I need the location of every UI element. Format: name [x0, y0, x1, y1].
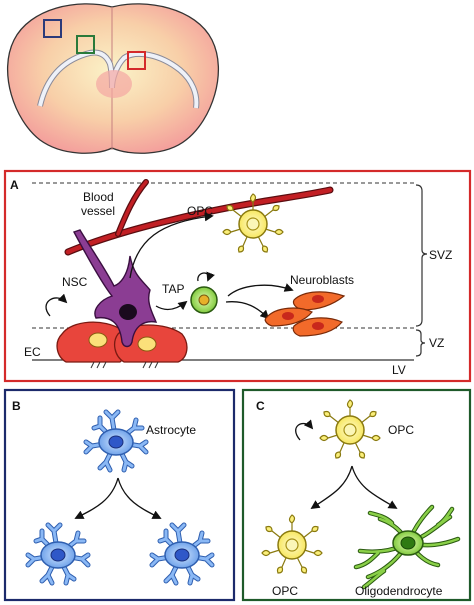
arrow-astrocyte-left — [74, 477, 119, 519]
nsc-cell — [72, 229, 158, 348]
neuroblasts-label: Neuroblasts — [290, 273, 354, 287]
tap-cell — [190, 271, 218, 314]
panel-b-letter: B — [12, 399, 21, 413]
oligodendrocyte-label: Oligodendrocyte — [355, 584, 443, 598]
brain-box-c — [76, 35, 95, 54]
nsc-self-renewal-arrow — [45, 293, 68, 317]
neuroblast-cells — [264, 291, 346, 337]
arrow-nsc-to-tap — [155, 300, 188, 311]
vz-bracket — [415, 329, 426, 357]
panel-a-letter: A — [10, 178, 19, 192]
tap-label: TAP — [162, 282, 184, 296]
panel-b: B Astrocyte — [3, 388, 236, 602]
blood-vessel — [64, 179, 334, 256]
oligodendrocyte-cell — [353, 504, 461, 590]
opc-label-panel-a: OPC — [187, 204, 213, 218]
blood-vessel-label-2: vessel — [81, 204, 115, 218]
svz-bracket — [415, 184, 428, 327]
arrow-tap-to-neuroblasts-1 — [227, 283, 294, 297]
panel-c-letter: C — [256, 399, 265, 413]
opc-label-panel-c-bottom: OPC — [272, 584, 298, 598]
tap-self-renewal-arrow — [197, 271, 215, 282]
lv-label: LV — [392, 363, 406, 377]
arrow-opc-to-oligodendrocyte — [351, 465, 398, 509]
astrocyte-label: Astrocyte — [146, 423, 196, 437]
panel-a: A SVZ VZ LV Blood vessel EC — [3, 169, 472, 383]
panel-c: C OPC OPC Oligodendrocyte — [241, 388, 472, 602]
nsc-label: NSC — [62, 275, 88, 289]
arrow-nsc-to-opc — [129, 212, 214, 279]
blood-vessel-label-1: Blood — [83, 190, 114, 204]
svz-label: SVZ — [429, 248, 452, 262]
vz-label: VZ — [429, 336, 444, 350]
brain-box-a — [127, 51, 146, 70]
opc-label-panel-c-top: OPC — [388, 423, 414, 437]
arrow-tap-to-neuroblasts-2 — [225, 301, 270, 320]
arrow-astrocyte-right — [117, 477, 162, 519]
arrow-opc-to-opc — [310, 465, 353, 510]
ec-label: EC — [24, 345, 41, 359]
brain-box-b — [43, 19, 62, 38]
opc-self-renewal-arrow — [295, 419, 314, 441]
brain-coronal-section — [6, 3, 220, 154]
